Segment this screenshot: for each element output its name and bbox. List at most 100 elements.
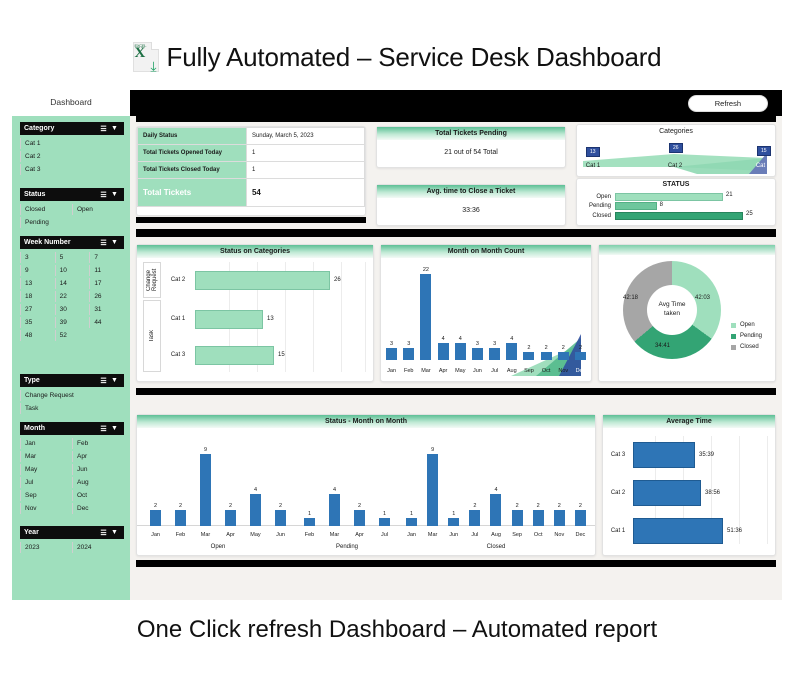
column: 3 xyxy=(486,341,503,360)
slicer-item[interactable]: 13 xyxy=(20,278,55,289)
legend-label: Closed xyxy=(740,344,759,350)
bar-value: 2 xyxy=(278,503,283,509)
column: 2 xyxy=(464,503,485,526)
clear-filter-icon[interactable]: ▼ xyxy=(111,377,118,384)
slicer-item[interactable]: Mar xyxy=(20,451,72,462)
column: 4 xyxy=(243,487,268,526)
multi-select-icon[interactable]: ☰ xyxy=(100,529,107,537)
slicer-item[interactable]: 22 xyxy=(54,291,90,302)
slicer-item[interactable]: 9 xyxy=(20,265,55,276)
bar-value: 38:56 xyxy=(705,490,721,496)
slicer-item[interactable]: 3 xyxy=(20,252,55,263)
slicer-item[interactable]: 2024 xyxy=(72,542,124,553)
slicer-status: Status ☰ ▼ Closed Open Pending xyxy=(20,188,124,229)
slicer-item[interactable]: 48 xyxy=(20,330,55,341)
slicer-item[interactable]: Nov xyxy=(20,503,72,514)
bar-value: 2 xyxy=(578,345,582,351)
bar-value: 8 xyxy=(659,201,663,208)
group-open-ticks: Jan Feb Mar Apr May Jun xyxy=(143,528,293,538)
slicer-item[interactable]: 39 xyxy=(54,317,90,328)
bar-value: 1 xyxy=(307,511,312,517)
slicer-item[interactable]: 18 xyxy=(20,291,55,302)
bar-value: 4 xyxy=(494,487,498,493)
slicer-item[interactable]: Cat 3 xyxy=(20,164,124,175)
bar-value: 2 xyxy=(178,503,183,509)
slicer-item[interactable]: Jul xyxy=(20,477,72,488)
bar-row: Cat 3 15 xyxy=(161,338,373,372)
slicer-item[interactable]: 35 xyxy=(20,317,55,328)
column: 1 xyxy=(401,511,422,526)
kpi-value: 21 out of 54 Total xyxy=(444,149,498,156)
slicer-item[interactable]: 11 xyxy=(89,265,124,276)
slicer-item[interactable]: 31 xyxy=(89,304,124,315)
slicer-item[interactable]: Jan xyxy=(20,438,72,449)
clear-filter-icon[interactable]: ▼ xyxy=(111,239,118,246)
bar-value: 4 xyxy=(332,487,337,493)
divider xyxy=(136,229,776,237)
slicer-item[interactable]: 10 xyxy=(54,265,90,276)
tick-label: Sep xyxy=(524,368,534,374)
slicer-item[interactable]: 17 xyxy=(89,278,124,289)
axis-tick: Mar xyxy=(417,366,434,374)
slicer-item[interactable]: Open xyxy=(72,204,124,215)
slicer-item[interactable]: 2023 xyxy=(20,542,72,553)
slicer-item[interactable]: 5 xyxy=(54,252,90,263)
slicer-item[interactable]: Oct xyxy=(72,490,124,501)
slicer-item[interactable]: May xyxy=(20,464,72,475)
slicer-item[interactable]: 7 xyxy=(89,252,124,263)
bar-value: 3 xyxy=(390,341,394,347)
table-row: Daily Status Sunday, March 5, 2023 xyxy=(137,127,366,145)
bar-value: 1 xyxy=(382,511,387,517)
slicer-item[interactable]: 14 xyxy=(54,278,90,289)
chart-title: Status - Month on Month xyxy=(137,415,595,428)
bar-value: 2 xyxy=(557,503,561,509)
bar-label: Cat 1 xyxy=(610,528,626,534)
clear-filter-icon[interactable]: ▼ xyxy=(111,125,118,132)
axis-tick: Oct xyxy=(538,366,555,374)
group-label-open: Open xyxy=(210,544,226,550)
divider xyxy=(136,560,776,567)
slicer-item[interactable]: 26 xyxy=(89,291,124,302)
bar-shape xyxy=(633,480,701,506)
bar-value: 2 xyxy=(228,503,233,509)
bar-value: 4 xyxy=(458,336,462,342)
clear-filter-icon[interactable]: ▼ xyxy=(111,425,118,432)
tab-dashboard[interactable]: Dashboard xyxy=(50,97,92,107)
slicer-item[interactable]: Closed xyxy=(20,204,72,215)
slicer-item[interactable]: Apr xyxy=(72,451,124,462)
multi-select-icon[interactable]: ☰ xyxy=(100,239,107,247)
multi-select-icon[interactable]: ☰ xyxy=(100,377,107,385)
slicer-item[interactable]: 52 xyxy=(54,330,90,341)
column: 2 xyxy=(528,503,549,526)
slicer-item[interactable]: Sep xyxy=(20,490,72,501)
multi-select-icon[interactable]: ☰ xyxy=(100,191,107,199)
slicer-item[interactable]: 30 xyxy=(54,304,90,315)
slicer-title: Month xyxy=(24,425,45,432)
tick-label: Mar xyxy=(427,532,438,538)
slicer-item[interactable]: Jun xyxy=(72,464,124,475)
bar-shape xyxy=(195,309,263,329)
column: 9 xyxy=(422,447,443,526)
axis-tick: Apr xyxy=(347,530,372,538)
slicer-item[interactable]: Cat 2 xyxy=(20,151,124,162)
slicer-item[interactable]: Dec xyxy=(72,503,124,514)
slicer-item[interactable]: Cat 1 xyxy=(20,138,124,149)
bar-shape xyxy=(633,518,723,544)
slicer-item[interactable]: 44 xyxy=(89,317,124,328)
bar-value: 25 xyxy=(746,211,753,217)
slicer-item[interactable]: Pending xyxy=(20,217,72,228)
clear-filter-icon[interactable]: ▼ xyxy=(111,191,118,198)
bar-value: 4 xyxy=(253,487,258,493)
slicer-item[interactable]: Feb xyxy=(72,438,124,449)
bar-value: 21 xyxy=(725,192,733,198)
slicer-item[interactable]: Aug xyxy=(72,477,124,488)
refresh-button[interactable]: Refresh xyxy=(687,94,768,112)
axis-tick: Mar xyxy=(193,530,218,538)
multi-select-icon[interactable]: ☰ xyxy=(100,425,107,433)
clear-filter-icon[interactable]: ▼ xyxy=(111,529,118,536)
slicer-item[interactable]: Change Request xyxy=(20,390,124,401)
multi-select-icon[interactable]: ☰ xyxy=(100,125,107,133)
chart-title: Average Time xyxy=(603,415,775,428)
slicer-item[interactable]: 27 xyxy=(20,304,55,315)
slicer-item[interactable]: Task xyxy=(20,403,124,414)
